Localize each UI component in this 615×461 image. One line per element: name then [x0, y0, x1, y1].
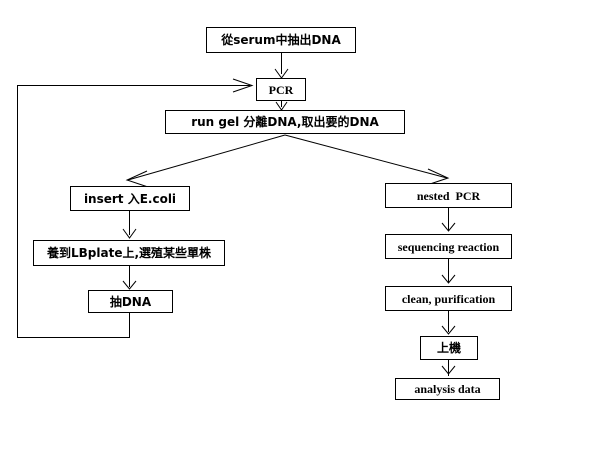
node-sequencing-reaction[interactable]: sequencing reaction	[385, 234, 512, 259]
edge-feedback-down-segment	[129, 313, 130, 338]
node-clean-purification[interactable]: clean, purification	[385, 286, 512, 311]
edge-sequencing-to-clean-purification	[448, 259, 449, 282]
arrowhead-insert-ecoli-to-lb-plate	[122, 228, 137, 239]
edge-extract-dna-to-pcr	[281, 53, 282, 74]
node-pcr[interactable]: PCR	[256, 78, 306, 101]
node-run-gel[interactable]: run gel 分離DNA,取出要的DNA	[165, 110, 405, 134]
edge-nested-pcr-to-sequencing	[448, 208, 449, 230]
arrowhead-feedback-to-pcr	[232, 78, 254, 93]
node-extract-dna-2[interactable]: 抽DNA	[88, 290, 173, 313]
arrowhead-lb-plate-to-extract-dna-2	[122, 280, 137, 290]
node-lb-plate[interactable]: 養到LBplate上,選殖某些單株	[33, 240, 225, 266]
node-analysis-data[interactable]: analysis data	[395, 378, 500, 400]
edge-feedback-left-segment	[17, 85, 18, 338]
edge-lb-plate-to-extract-dna-2	[129, 266, 130, 287]
arrowhead-load-machine-to-analysis-data	[441, 365, 456, 375]
edge-clean-purification-to-load-machine	[448, 311, 449, 332]
node-extract-dna[interactable]: 從serum中抽出DNA	[206, 27, 356, 53]
arrowhead-nested-pcr-to-sequencing	[441, 222, 456, 232]
edge-feedback-top-segment	[17, 85, 250, 86]
edge-feedback-bottom-segment	[17, 337, 130, 338]
edge-load-machine-to-analysis-data	[448, 360, 449, 376]
arrowhead-clean-purification-to-load-machine	[441, 325, 456, 335]
node-insert-ecoli[interactable]: insert 入E.coli	[70, 186, 190, 211]
node-nested-pcr[interactable]: nested PCR	[385, 183, 512, 208]
arrowhead-sequencing-to-clean-purification	[441, 274, 456, 284]
node-load-machine[interactable]: 上機	[420, 336, 478, 360]
edge-pcr-to-run-gel	[281, 101, 282, 107]
edge-insert-ecoli-to-lb-plate	[129, 211, 130, 235]
